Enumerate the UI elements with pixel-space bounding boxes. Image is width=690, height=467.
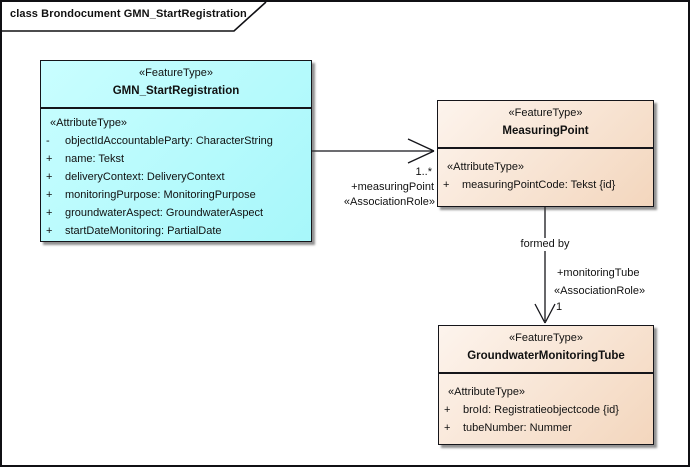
class-header: «FeatureType» GroundwaterMonitoringTube (439, 326, 653, 374)
attribute-text: deliveryContext: DeliveryContext (65, 171, 225, 183)
class-header: «FeatureType» MeasuringPoint (438, 101, 653, 149)
class-name: MeasuringPoint (502, 125, 589, 137)
attributes-compartment: «AttributeType» - objectIdAccountablePar… (41, 109, 311, 240)
visibility-marker: + (46, 225, 53, 237)
class-box-gmn-startregistration[interactable]: «FeatureType» GMN_StartRegistration «Att… (40, 60, 312, 242)
attribute-row[interactable]: + groundwaterAspect: GroundwaterAspect (41, 204, 311, 222)
association-stereotype: «AssociationRole» (554, 285, 646, 297)
open-arrowhead-icon (407, 138, 435, 164)
class-box-groundwatermonitoringtube[interactable]: «FeatureType» GroundwaterMonitoringTube … (438, 325, 654, 445)
class-stereotype: «FeatureType» (508, 107, 583, 119)
attributes-compartment: «AttributeType» + measuringPointCode: Te… (438, 149, 653, 194)
association-measuring-point[interactable] (312, 138, 435, 164)
diagram-frame-tab: class Brondocument GMN_StartRegistration (2, 2, 272, 34)
association-role-name: +measuringPoint (351, 181, 434, 193)
association-multiplicity: 1..* (415, 166, 432, 178)
class-name: GMN_StartRegistration (112, 85, 240, 97)
association-role-name: +monitoringTube (557, 267, 640, 279)
attribute-row[interactable]: + name: Tekst (41, 150, 311, 168)
association-name: formed by (507, 238, 583, 251)
visibility-marker: + (46, 153, 53, 165)
attribute-row[interactable]: + measuringPointCode: Tekst {id} (438, 176, 653, 194)
attribute-row[interactable]: + tubeNumber: Nummer (439, 419, 653, 437)
attribute-text: broId: Registratieobjectcode {id} (463, 404, 619, 416)
attribute-row[interactable]: - objectIdAccountableParty: CharacterStr… (41, 132, 311, 150)
attribute-text: name: Tekst (65, 153, 125, 165)
attribute-text: monitoringPurpose: MonitoringPurpose (65, 189, 256, 201)
association-monitoring-tube[interactable] (534, 206, 556, 324)
frame-tab-outline (2, 2, 267, 32)
association-stereotype: «AssociationRole» (343, 196, 435, 208)
attribute-section-label: «AttributeType» (50, 117, 128, 129)
association-multiplicity: 1 (556, 301, 563, 313)
attribute-row[interactable]: + deliveryContext: DeliveryContext (41, 168, 311, 186)
attribute-row[interactable]: + startDateMonitoring: PartialDate (41, 222, 311, 240)
class-name: GroundwaterMonitoringTube (467, 350, 625, 362)
visibility-marker: + (46, 171, 53, 183)
attribute-text: objectIdAccountableParty: CharacterStrin… (65, 135, 273, 147)
class-header: «FeatureType» GMN_StartRegistration (41, 61, 311, 109)
visibility-marker: - (46, 135, 50, 147)
attribute-section-label: «AttributeType» (448, 386, 526, 398)
visibility-marker: + (46, 189, 53, 201)
class-stereotype: «FeatureType» (139, 67, 213, 79)
visibility-marker: + (444, 422, 451, 434)
attribute-text: startDateMonitoring: PartialDate (65, 225, 222, 237)
attribute-section-label: «AttributeType» (447, 161, 525, 173)
visibility-marker: + (46, 207, 53, 219)
class-stereotype: «FeatureType» (509, 332, 583, 344)
open-arrowhead-icon (534, 303, 556, 324)
attribute-row[interactable]: + broId: Registratieobjectcode {id} (439, 401, 653, 419)
visibility-marker: + (444, 404, 451, 416)
attributes-compartment: «AttributeType» + broId: Registratieobje… (439, 374, 653, 437)
attribute-text: measuringPointCode: Tekst {id} (462, 179, 616, 191)
visibility-marker: + (443, 179, 450, 191)
attribute-text: groundwaterAspect: GroundwaterAspect (65, 207, 264, 219)
class-box-measuringpoint[interactable]: «FeatureType» MeasuringPoint «AttributeT… (437, 100, 654, 207)
attribute-text: tubeNumber: Nummer (463, 422, 572, 434)
attribute-row[interactable]: + monitoringPurpose: MonitoringPurpose (41, 186, 311, 204)
diagram-title: class Brondocument GMN_StartRegistration (10, 8, 247, 20)
